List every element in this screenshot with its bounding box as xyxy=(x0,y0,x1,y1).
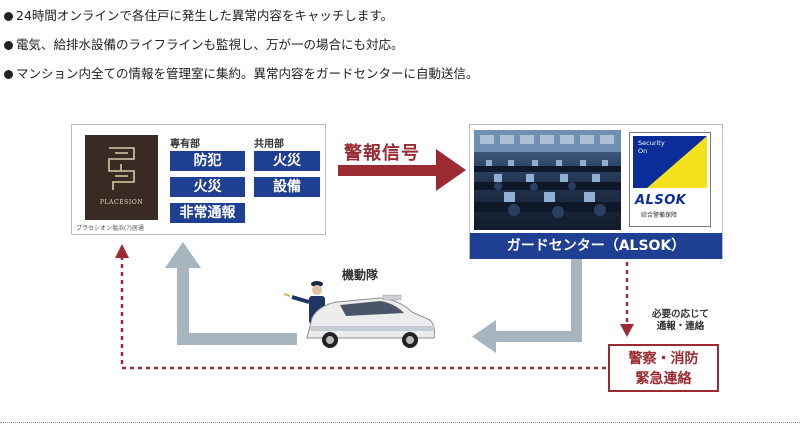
signal-label: 警報信号 xyxy=(344,143,420,164)
mobile-unit-label: 機動隊 xyxy=(342,268,379,282)
feature-item: 24時間オンラインで各住戸に発生した異常内容をキャッチします。 xyxy=(4,8,564,23)
alsok-logo-card: Security On ALSOK 綜合警備保障 xyxy=(629,132,711,227)
common-item-equipment: 設備 xyxy=(254,177,320,197)
logo-caption: プラセシオン塩浜(?)居通 xyxy=(76,225,144,232)
emergency-line xyxy=(120,256,629,370)
control-room-photo xyxy=(474,130,621,230)
alsok-subtitle: 綜合警備保障 xyxy=(641,212,678,219)
common-area-heading: 共用部 xyxy=(254,139,284,150)
bullet-dot-icon xyxy=(4,11,13,21)
logo-wordmark: PLACESION xyxy=(99,199,144,206)
police-fire-box: 警察・消防 緊急連絡 xyxy=(608,344,719,392)
police-fire-line: 警察・消防 xyxy=(628,351,699,367)
placesion-logo: PLACESION xyxy=(85,135,158,220)
feature-text: マンション内全ての情報を管理室に集約。異常内容をガードセンターに自動送信。 xyxy=(16,66,479,81)
control-room-illustration xyxy=(474,130,621,218)
emergency-arrowhead-up xyxy=(115,244,129,258)
private-item-fire: 火災 xyxy=(170,177,245,197)
feature-text: 24時間オンラインで各住戸に発生した異常内容をキャッチします。 xyxy=(16,8,394,23)
emergency-contact-line: 緊急連絡 xyxy=(635,371,692,387)
private-item-emergency: 非常通報 xyxy=(170,203,245,223)
guard-center-panel: Security On ALSOK 綜合警備保障 ガードセンター（ALSOK） xyxy=(469,124,723,259)
feature-item: 電気、給排水設備のライフラインも監視し、万が一の場合にも対応。 xyxy=(4,37,564,52)
bullet-dot-icon xyxy=(4,69,13,79)
alsok-mark-icon xyxy=(647,136,707,188)
dispatch-arrow xyxy=(472,258,582,353)
alsok-wordmark: ALSOK xyxy=(635,193,687,208)
private-area-heading: 専有部 xyxy=(170,139,200,150)
feature-text: 電気、給排水設備のライフラインも監視し、万が一の場合にも対応。 xyxy=(16,37,404,52)
contact-note-line: 必要の応じて xyxy=(652,309,710,320)
bottom-divider xyxy=(0,422,800,423)
feature-list: 24時間オンラインで各住戸に発生した異常内容をキャッチします。 電気、給排水設備… xyxy=(4,8,564,95)
feature-item: マンション内全ての情報を管理室に集約。異常内容をガードセンターに自動送信。 xyxy=(4,66,564,81)
placesion-emblem-icon xyxy=(108,147,135,190)
common-item-fire: 火災 xyxy=(254,151,320,171)
security-on-mark: Security On xyxy=(633,136,707,188)
guard-center-label: ガードセンター（ALSOK） xyxy=(470,233,722,259)
bullet-dot-icon xyxy=(4,40,13,50)
contact-note: 必要の応じて 通報・連絡 xyxy=(652,309,709,333)
report-arrow xyxy=(165,242,297,345)
contact-note-line: 通報・連絡 xyxy=(656,321,705,332)
emergency-arrowhead-down xyxy=(620,324,634,337)
signal-arrow xyxy=(338,149,466,191)
residence-panel: PLACESION プラセシオン塩浜(?)居通 専有部 共用部 防犯 火災 非常… xyxy=(71,124,326,235)
security-on-text: Security On xyxy=(638,139,665,155)
private-item-crime: 防犯 xyxy=(170,151,245,171)
